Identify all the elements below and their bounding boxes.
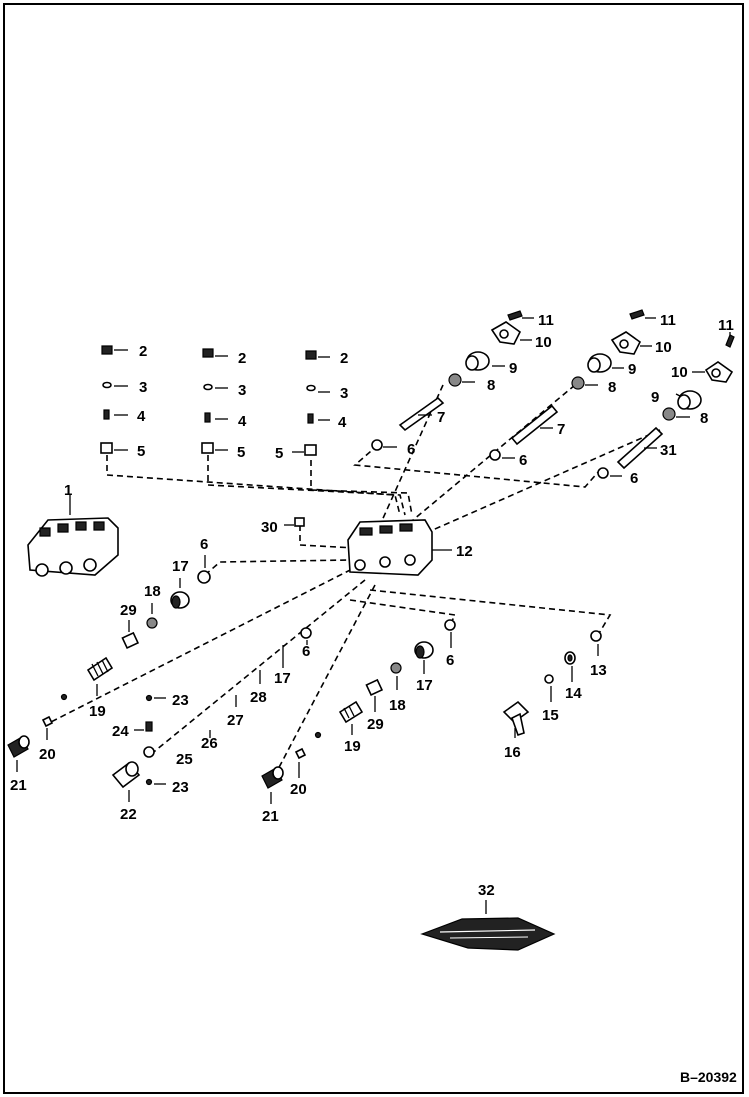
callout-20: 20 — [290, 781, 307, 798]
callout-24: 24 — [112, 723, 129, 740]
relief-chain-middle-icon — [111, 627, 312, 802]
callout-31: 31 — [660, 442, 677, 459]
callout-18: 18 — [389, 697, 406, 714]
callout-21: 21 — [10, 777, 27, 794]
callout-19: 19 — [344, 738, 361, 755]
callout-28: 28 — [250, 689, 267, 706]
callout-6: 6 — [630, 470, 638, 487]
callout-15: 15 — [542, 707, 559, 724]
spool-assembly-2-icon — [489, 309, 656, 461]
callout-29: 29 — [120, 602, 137, 619]
cap-stack-right-icon — [292, 350, 330, 456]
callout-10: 10 — [671, 364, 688, 381]
callout-7: 7 — [437, 409, 445, 426]
callout-2: 2 — [340, 350, 348, 367]
callout-10: 10 — [655, 339, 672, 356]
callout-9: 9 — [651, 389, 659, 406]
callout-27: 27 — [227, 712, 244, 729]
valve-body-icon — [347, 519, 452, 576]
callout-11: 11 — [538, 312, 554, 329]
relief-chain-left-icon — [7, 555, 211, 772]
callout-4: 4 — [238, 413, 247, 430]
callout-11: 11 — [718, 317, 734, 334]
callout-6: 6 — [302, 643, 310, 660]
callout-32: 32 — [478, 882, 495, 899]
callout-17: 17 — [274, 670, 291, 687]
callout-5: 5 — [275, 445, 283, 462]
plug-chain-icon — [502, 630, 602, 738]
spool-assembly-1-icon — [371, 310, 534, 451]
callout-13: 13 — [590, 662, 607, 679]
callout-5: 5 — [137, 443, 145, 460]
relief-chain-right-icon — [261, 619, 456, 804]
callout-6: 6 — [407, 441, 415, 458]
callout-25: 25 — [176, 751, 193, 768]
callout-11: 11 — [660, 312, 676, 329]
callout-23: 23 — [172, 779, 189, 796]
callout-10: 10 — [535, 334, 552, 351]
callout-2: 2 — [139, 343, 147, 360]
drawing-reference-number: B–20392 — [680, 1069, 737, 1085]
callout-4: 4 — [137, 408, 146, 425]
callout-6: 6 — [446, 652, 454, 669]
callout-22: 22 — [120, 806, 137, 823]
callout-9: 9 — [509, 360, 517, 377]
callout-5: 5 — [237, 444, 245, 461]
fitting-30-icon — [284, 517, 305, 527]
callout-2: 2 — [238, 350, 246, 367]
callout-18: 18 — [144, 583, 161, 600]
control-valve-assembly-icon — [27, 495, 119, 577]
spool-assembly-3-icon — [597, 332, 735, 479]
callout-8: 8 — [487, 377, 495, 394]
callout-17: 17 — [416, 677, 433, 694]
callout-29: 29 — [367, 716, 384, 733]
decal-icon — [420, 900, 556, 951]
callout-17: 17 — [172, 558, 189, 575]
callout-12: 12 — [456, 543, 473, 560]
callout-7: 7 — [557, 421, 565, 438]
callout-14: 14 — [565, 685, 582, 702]
callout-30: 30 — [261, 519, 278, 536]
callout-3: 3 — [139, 379, 147, 396]
callout-3: 3 — [238, 382, 246, 399]
callout-16: 16 — [504, 744, 521, 761]
callout-21: 21 — [262, 808, 279, 825]
callout-labels: 1 2 3 4 5 2 3 4 5 2 3 4 5 11 10 9 8 7 6 … — [10, 312, 737, 1085]
callout-9: 9 — [628, 361, 636, 378]
cap-stack-middle-icon — [201, 348, 228, 454]
callout-3: 3 — [340, 385, 348, 402]
callout-19: 19 — [89, 703, 106, 720]
callout-20: 20 — [39, 746, 56, 763]
callout-6: 6 — [200, 536, 208, 553]
callout-8: 8 — [700, 410, 708, 427]
cap-stack-left-icon — [100, 345, 128, 454]
callout-23: 23 — [172, 692, 189, 709]
callout-26: 26 — [201, 735, 218, 752]
callout-8: 8 — [608, 379, 616, 396]
callout-6: 6 — [519, 452, 527, 469]
drawing-frame — [3, 3, 744, 1094]
callout-1: 1 — [64, 482, 72, 499]
callout-4: 4 — [338, 414, 347, 431]
